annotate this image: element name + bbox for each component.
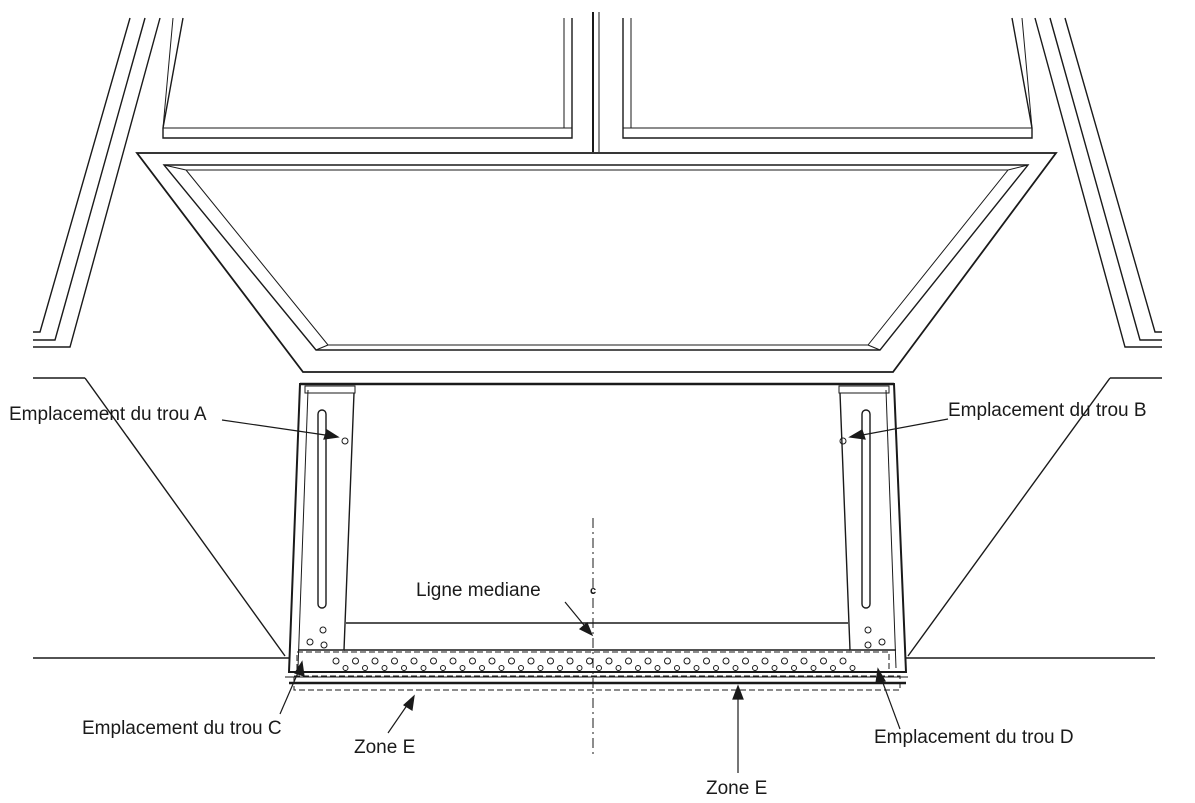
- label-zone-e-right: Zone E: [706, 778, 768, 799]
- mounting-hole: [636, 666, 641, 671]
- mounting-hole: [567, 658, 573, 664]
- mounting-hole: [363, 666, 368, 671]
- mounting-hole: [840, 658, 846, 664]
- mounting-hole: [850, 666, 855, 671]
- mounting-hole: [353, 658, 359, 664]
- mounting-hole: [704, 658, 710, 664]
- mounting-hole: [538, 666, 543, 671]
- mounting-hole: [431, 658, 437, 664]
- mounting-hole: [460, 666, 465, 671]
- mounting-hole: [743, 658, 749, 664]
- mounting-hole: [606, 658, 612, 664]
- mounting-hole: [831, 666, 836, 671]
- mounting-hole: [480, 666, 485, 671]
- mounting-hole: [499, 666, 504, 671]
- mounting-hole: [577, 666, 582, 671]
- mounting-hole: [343, 666, 348, 671]
- mounting-hole: [733, 666, 738, 671]
- label-center-mark: c: [590, 585, 597, 597]
- mounting-hole: [684, 658, 690, 664]
- mounting-hole: [626, 658, 632, 664]
- mounting-holes: [307, 438, 885, 671]
- mounting-hole: [392, 658, 398, 664]
- mounting-hole: [548, 658, 554, 664]
- label-hole-d: Emplacement du trou D: [874, 727, 1074, 748]
- label-hole-c: Emplacement du trou C: [82, 718, 282, 739]
- side-walls: [33, 18, 1162, 656]
- mounting-hole: [489, 658, 495, 664]
- mounting-hole: [655, 666, 660, 671]
- mounting-hole: [762, 658, 768, 664]
- label-zone-e-left: Zone E: [354, 737, 416, 758]
- mounting-hole: [665, 658, 671, 664]
- mounting-hole: [801, 658, 807, 664]
- leader-lines: [222, 419, 948, 773]
- mounting-hole: [753, 666, 758, 671]
- mounting-hole: [821, 658, 827, 664]
- appliance-top: [135, 152, 1058, 373]
- mounting-hole: [587, 658, 593, 664]
- mounting-hole: [519, 666, 524, 671]
- mounting-hole: [616, 666, 621, 671]
- hole-row: [333, 658, 855, 671]
- mounting-hole: [645, 658, 651, 664]
- mounting-hole: [792, 666, 797, 671]
- mounting-hole: [694, 666, 699, 671]
- mounting-hole: [411, 658, 417, 664]
- mounting-hole: [782, 658, 788, 664]
- mounting-hole: [597, 666, 602, 671]
- mounting-hole: [528, 658, 534, 664]
- mounting-hole: [558, 666, 563, 671]
- mounting-plate: [285, 384, 908, 683]
- label-median-line: Ligne mediane: [416, 580, 541, 601]
- mounting-hole: [675, 666, 680, 671]
- mounting-hole: [714, 666, 719, 671]
- mounting-hole: [450, 658, 456, 664]
- label-hole-a: Emplacement du trou A: [9, 404, 207, 425]
- mounting-hole: [402, 666, 407, 671]
- mounting-hole: [509, 658, 515, 664]
- mounting-hole: [811, 666, 816, 671]
- mounting-hole: [382, 666, 387, 671]
- mounting-hole: [372, 658, 378, 664]
- upper-cabinet: [163, 12, 1032, 152]
- mounting-hole: [421, 666, 426, 671]
- label-hole-b: Emplacement du trou B: [948, 400, 1147, 421]
- mounting-hole: [723, 658, 729, 664]
- mounting-hole: [470, 658, 476, 664]
- mounting-hole: [333, 658, 339, 664]
- mounting-hole: [441, 666, 446, 671]
- mounting-hole: [772, 666, 777, 671]
